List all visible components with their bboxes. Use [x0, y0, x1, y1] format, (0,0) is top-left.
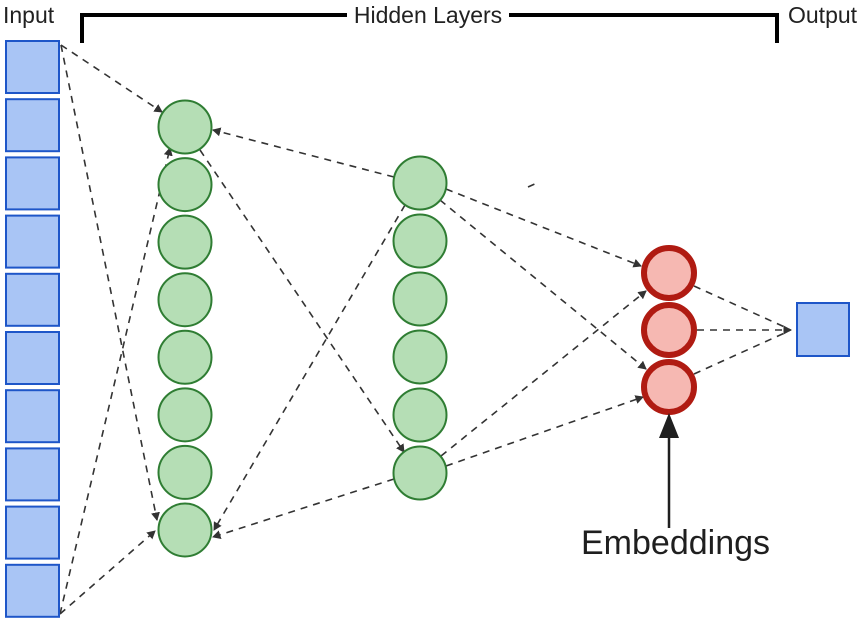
- hidden-1-node: [157, 214, 213, 270]
- connector-line: [445, 188, 642, 268]
- connector-line: [440, 290, 647, 457]
- connector-line: [439, 199, 647, 370]
- input-node: [5, 563, 60, 618]
- connector-line: [212, 127, 395, 178]
- connector-line: [693, 285, 790, 330]
- output-node: [796, 302, 850, 357]
- connector-line: [527, 182, 538, 188]
- embeddings-arrow-head-icon: [659, 413, 679, 438]
- hidden-1-node: [157, 99, 213, 155]
- hidden-2-node: [392, 213, 448, 269]
- hidden-1-node: [157, 329, 213, 385]
- embeddings-node: [641, 359, 697, 415]
- hidden-1-node: [157, 157, 213, 213]
- connector-line: [60, 44, 163, 113]
- input-node: [5, 272, 60, 327]
- input-node: [5, 214, 60, 269]
- output-label: Output: [788, 2, 858, 28]
- connector-line: [693, 330, 790, 375]
- connector-line: [60, 44, 160, 521]
- hidden-1-node: [157, 387, 213, 443]
- hidden-2-node: [392, 155, 448, 211]
- input-node: [5, 331, 60, 385]
- connector-line: [213, 204, 406, 531]
- embeddings-node: [641, 245, 697, 301]
- connector-line: [445, 395, 644, 467]
- hidden-1-node: [157, 502, 213, 558]
- hidden-2-node: [392, 387, 448, 443]
- hidden-2-node: [392, 445, 448, 501]
- input-node: [5, 505, 60, 560]
- connector-line: [59, 530, 156, 615]
- hidden-layers-label: Hidden Layers: [353, 2, 503, 28]
- hidden-layers-bracket: [80, 13, 779, 43]
- embeddings-label: Embeddings: [581, 524, 771, 562]
- input-node: [5, 447, 60, 502]
- hidden-1-node: [157, 444, 213, 500]
- input-node: [5, 389, 60, 444]
- hidden-2-node: [392, 329, 448, 385]
- connector-line: [212, 478, 395, 539]
- hidden-2-node: [392, 271, 448, 327]
- input-node: [5, 98, 60, 153]
- hidden-1-node: [157, 272, 213, 328]
- embeddings-node: [641, 302, 697, 358]
- input-label: Input: [3, 2, 55, 28]
- connector-line: [59, 147, 173, 615]
- connector-line: [199, 149, 405, 453]
- input-node: [5, 40, 60, 94]
- input-node: [5, 156, 60, 211]
